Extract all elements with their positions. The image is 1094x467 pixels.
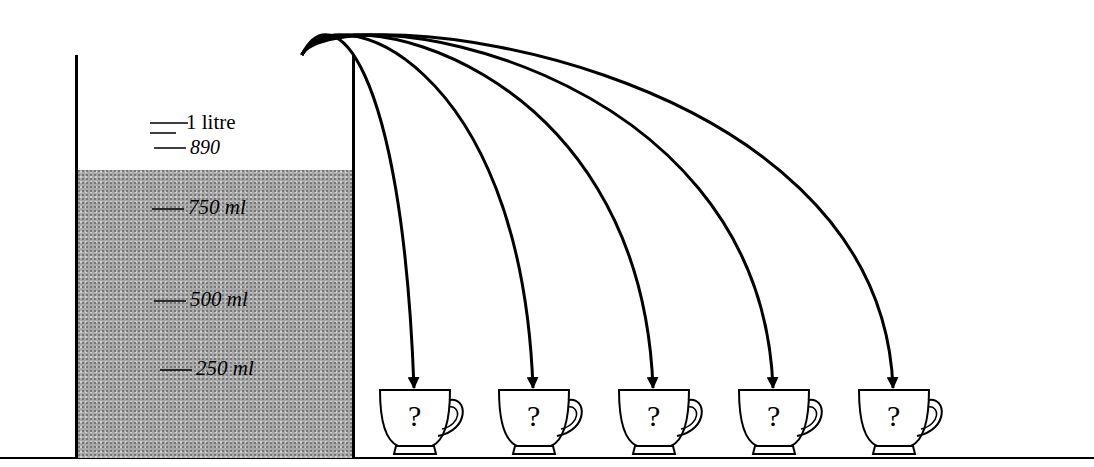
cup-outline xyxy=(378,388,468,456)
pour-arrow xyxy=(302,35,893,388)
cup-outline xyxy=(497,388,587,456)
tick-mark xyxy=(160,369,192,371)
tick-mark xyxy=(152,208,184,210)
tea-cup: ? xyxy=(737,388,827,456)
measuring-beaker: 1 litre 890 750 ml 500 ml 250 ml xyxy=(75,55,355,458)
tick-mark xyxy=(154,300,186,302)
question-mark: ? xyxy=(887,401,900,431)
tea-cup: ? xyxy=(617,388,707,456)
graduation-label: 1 litre xyxy=(186,112,236,133)
pour-arrow xyxy=(302,35,773,388)
graduation-label: 250 ml xyxy=(196,358,254,379)
question-mark: ? xyxy=(408,401,421,431)
tea-cup: ? xyxy=(497,388,587,456)
question-mark: ? xyxy=(527,401,540,431)
tick-mark xyxy=(150,132,176,134)
tick-mark xyxy=(150,122,188,124)
graduation-label: 890 xyxy=(190,137,220,157)
cup-outline xyxy=(737,388,827,456)
tick-mark xyxy=(154,147,186,149)
tea-cup: ? xyxy=(857,388,947,456)
graduation-label: 500 ml xyxy=(190,289,248,310)
question-mark: ? xyxy=(647,401,660,431)
tea-cup: ? xyxy=(378,388,468,456)
cup-outline xyxy=(857,388,947,456)
question-mark: ? xyxy=(767,401,780,431)
graduation-label: 750 ml xyxy=(188,197,246,218)
cup-outline xyxy=(617,388,707,456)
